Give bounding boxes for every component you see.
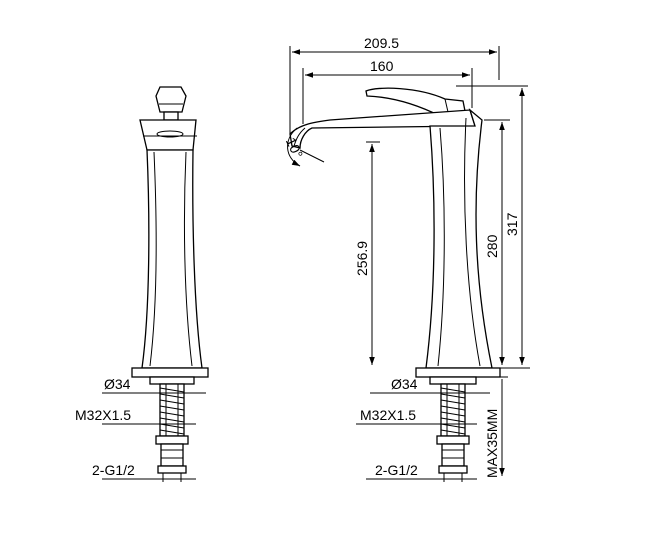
- front-body: [141, 149, 203, 369]
- side-base-flange: [415, 367, 501, 378]
- dim-total-height-label: 317: [504, 212, 520, 236]
- side-thread-label: M32X1.5: [360, 407, 416, 423]
- side-spout: [289, 109, 476, 149]
- dim-spout-width-label: 160: [370, 58, 394, 74]
- front-diameter-label: Ø34: [104, 376, 131, 392]
- dim-max-thickness-label: MAX35MM: [484, 409, 500, 478]
- front-thread-label: M32X1.5: [75, 407, 131, 423]
- front-handle: [155, 86, 187, 113]
- dim-total-width-label: 209.5: [364, 35, 399, 51]
- dim-outlet-height-label: 256.9: [354, 241, 370, 276]
- side-body: [425, 108, 493, 369]
- dim-angle-arc: [287, 127, 301, 167]
- side-diameter-label: Ø34: [391, 376, 418, 392]
- front-hose-label: 2-G1/2: [92, 462, 135, 478]
- side-lever-handle: [365, 87, 466, 117]
- side-hose-label: 2-G1/2: [375, 462, 418, 478]
- front-base-flange: [131, 367, 209, 378]
- dim-body-height-label: 280: [484, 234, 500, 258]
- front-view: Ø34 M32X1.5 2-G1/2: [75, 86, 209, 482]
- side-view: 209.5 160 10° 256.9 280 317 MAX35MM Ø34 …: [283, 35, 530, 482]
- front-collar: [139, 119, 197, 151]
